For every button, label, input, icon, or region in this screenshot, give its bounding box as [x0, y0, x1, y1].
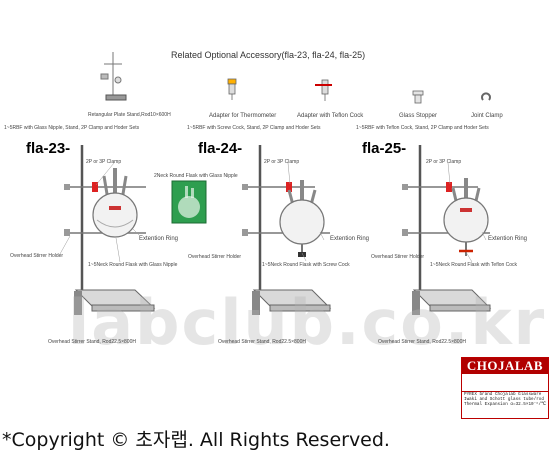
teflon-cock-adapter-icon	[315, 79, 332, 101]
set-1-stand-label: Overhead Stirrer Stand, Rod22.5×800H	[48, 339, 136, 345]
set-3-ring-label: Extention Ring	[488, 236, 528, 242]
photo-caption: 2Neck Round Flask with Glass Nipple	[154, 173, 238, 179]
set-2-stand-label: Overhead Stirrer Stand, Rod22.5×800H	[218, 339, 306, 345]
set-2-holder-label: Overhead Stirrer Holder	[188, 254, 242, 260]
set-2-ring-label: Extention Ring	[330, 236, 370, 242]
copyright-notice: *Copyright © 초자랩. All Rights Reserved.	[2, 429, 390, 451]
flask-photo	[171, 180, 207, 224]
set-1-ring-label: Extention Ring	[139, 236, 179, 242]
plate-stand-icon	[100, 52, 127, 101]
accessory-label-plate-stand: Retangular Plate Stand,Rod10×600H	[88, 112, 171, 118]
joint-clamp-icon	[481, 92, 491, 101]
set-2-description: 1~5RBF with Screw Cock, Stand, 2P Clamp …	[187, 125, 321, 131]
brand-line-3: Thermal Expansion α=32.5×10⁻⁶/℃	[464, 402, 546, 407]
brand-line-2: Iwaki and Schott glass tube/rod	[464, 397, 544, 402]
set-3-clamp-label: 2P or 3P Clamp	[426, 159, 462, 165]
set-3-description: 1~5RBF with Teflon Cock, Stand, 2P Clamp…	[356, 125, 489, 131]
set-1-clamp-label: 2P or 3P Clamp	[86, 159, 122, 165]
accessory-title: Related Optional Accessory(fla-23, fla-2…	[171, 50, 366, 60]
set-1-flask-label: 1~5Neck Round Flask with Glass Nipple	[88, 262, 178, 268]
glass-stopper-icon	[412, 90, 424, 104]
set-1-holder-label: Overhead Stirrer Holder	[10, 253, 64, 259]
set-3-model: fla-25-	[362, 140, 407, 157]
set-3-flask-label: 1~5Neck Round Flask with Teflon Cock	[430, 262, 518, 268]
brand-logo: CHOJALAB PYREX brand Chojalab Glassware …	[461, 357, 549, 419]
brand-lines: PYREX brand Chojalab Glassware Iwaki and…	[462, 392, 548, 407]
accessory-label-thermometer-adapter: Adapter for Thermometer	[209, 113, 277, 119]
accessory-label-teflon-cock-adapter: Adapter with Teflon Cock	[297, 113, 364, 119]
set-3-stand-label: Overhead Stirrer Stand, Rod22.5×800H	[378, 339, 466, 345]
set-1-description: 1~5RBF with Glass Nipple, Stand, 2P Clam…	[4, 125, 140, 131]
set-3-drawing	[402, 145, 492, 315]
thermometer-adapter-icon	[227, 78, 237, 100]
set-2-model: fla-24-	[198, 140, 243, 157]
accessory-label-glass-stopper: Glass Stopper	[399, 113, 438, 119]
brand-name: CHOJALAB	[462, 358, 548, 374]
set-1-model: fla-23-	[26, 140, 71, 157]
set-3-holder-label: Overhead Stirrer Holder	[371, 254, 425, 260]
brand-spacer	[462, 374, 548, 392]
brand-line-1: PYREX brand Chojalab Glassware	[464, 392, 542, 397]
leader-lines	[59, 162, 487, 263]
set-2-clamp-label: 2P or 3P Clamp	[264, 159, 300, 165]
watermark: labclub.co.kr	[68, 286, 547, 359]
accessory-label-joint-clamp: Joint Clamp	[471, 113, 503, 119]
set-2-flask-label: 1~5Neck Round Flask with Screw Cock	[262, 262, 350, 268]
set-2-drawing	[242, 145, 332, 315]
set-1-drawing	[64, 145, 156, 315]
